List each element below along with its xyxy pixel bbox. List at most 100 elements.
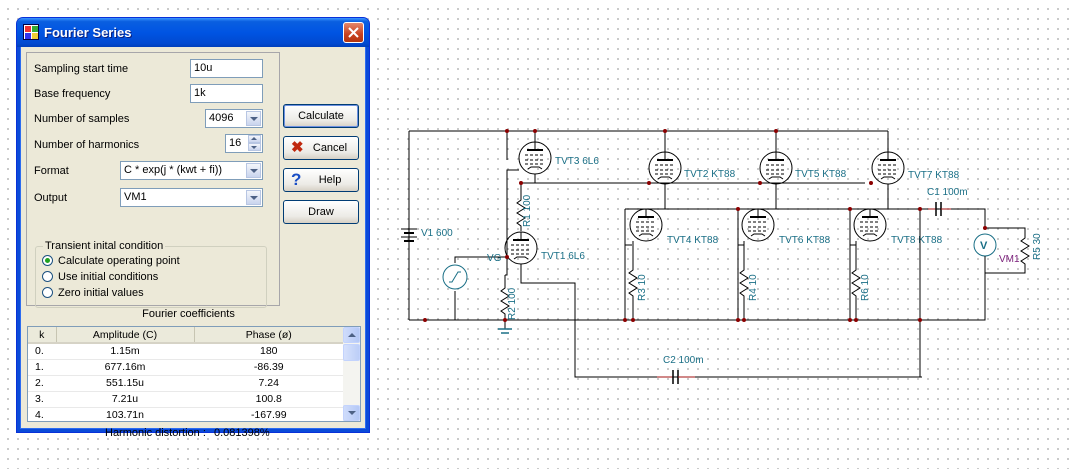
tube-tvt6[interactable] (741, 208, 775, 242)
table-header-row: k Amplitude (C) Phase (ø) (28, 327, 344, 344)
fourier-coefficients-list[interactable]: k Amplitude (C) Phase (ø) 0. 1.15m 180 1… (27, 326, 361, 422)
tube-tvt4[interactable] (629, 208, 663, 242)
ground-icon (498, 328, 512, 334)
table-row[interactable]: 1. 677.16m -86.39 (28, 359, 344, 376)
red-x-icon: ✖ (291, 139, 304, 156)
dialog-titlebar[interactable]: Fourier Series (17, 18, 369, 47)
tube-tvt5[interactable] (759, 151, 793, 185)
r1-label: R1 100 (522, 194, 533, 227)
voltmeter-symbol: V (980, 240, 988, 252)
cancel-button[interactable]: ✖ Cancel (283, 136, 359, 160)
transient-condition-group: Transient inital condition Calculate ope… (35, 240, 267, 308)
radio-unchecked-icon[interactable] (42, 271, 53, 282)
r6-label: R6 10 (860, 274, 871, 301)
number-of-harmonics-value: 16 (229, 137, 242, 149)
output-label: Output (34, 192, 68, 204)
format-select[interactable]: C * exp(j * (kwt + fi)) (120, 161, 263, 180)
harmonic-distortion-value: 0.081398% (214, 427, 270, 439)
harmonic-distortion-label: Harmonic distortion : (105, 427, 206, 439)
number-of-samples-select[interactable]: 4096 (205, 109, 263, 128)
fourier-coefficients-header: Fourier coefficients (142, 308, 235, 320)
resistor-r5[interactable] (1020, 232, 1030, 270)
tvt3-label: TVT3 6L6 (555, 156, 599, 167)
transient-condition-title: Transient inital condition (43, 240, 166, 252)
resistor-r3[interactable] (628, 264, 638, 302)
question-mark-icon: ? (291, 170, 302, 189)
output-value: VM1 (124, 191, 147, 203)
scroll-up-icon[interactable] (343, 327, 360, 343)
app-icon (23, 24, 39, 40)
radio-checked-icon[interactable] (42, 255, 53, 266)
fourier-series-dialog: Fourier Series Sampling start time 10u B… (16, 17, 370, 439)
resistor-r6[interactable] (851, 264, 861, 302)
base-frequency-label: Base frequency (34, 88, 111, 100)
output-select[interactable]: VM1 (120, 188, 263, 207)
sampling-start-time-label: Sampling start time (34, 63, 129, 75)
table-row[interactable]: 3. 7.21u 100.8 (28, 391, 344, 408)
tvt2-label: TVT2 KT88 (684, 169, 736, 180)
number-of-harmonics-label: Number of harmonics (34, 139, 140, 151)
chevron-up-icon[interactable] (248, 135, 261, 143)
resistor-r4[interactable] (739, 264, 749, 302)
tvt5-label: TVT5 KT88 (795, 169, 847, 180)
radio-unchecked-icon[interactable] (42, 287, 53, 298)
base-frequency-input[interactable]: 1k (190, 84, 263, 103)
help-button[interactable]: ? Help (283, 168, 359, 192)
settings-panel: Sampling start time 10u Base frequency 1… (26, 52, 280, 308)
tvt6-label: TVT6 KT88 (779, 235, 831, 246)
tube-tvt7[interactable] (871, 151, 905, 185)
vm1-label: VM1 (999, 254, 1020, 265)
coefficients-table: k Amplitude (C) Phase (ø) 0. 1.15m 180 1… (28, 327, 344, 421)
tvt4-label: TVT4 KT88 (667, 235, 719, 246)
tvt8-label: TVT8 KT88 (891, 235, 943, 246)
format-label: Format (34, 165, 69, 177)
dialog-client: Sampling start time 10u Base frequency 1… (21, 47, 365, 439)
junction-dots (423, 129, 987, 322)
r3-label: R3 10 (637, 274, 648, 301)
table-row[interactable]: 0. 1.15m 180 (28, 343, 344, 360)
scroll-down-icon[interactable] (343, 405, 360, 421)
tvt1-label: TVT1 6L6 (541, 251, 585, 262)
r4-label: R4 10 (748, 274, 759, 301)
table-row[interactable]: 2. 551.15u 7.24 (28, 375, 344, 392)
sampling-start-time-input[interactable]: 10u (190, 59, 263, 78)
c1-label: C1 100m (927, 187, 968, 198)
battery-icon[interactable] (401, 228, 417, 242)
draw-button[interactable]: Draw (283, 200, 359, 224)
voltmeter-vm1[interactable]: V (973, 233, 997, 257)
capacitor-c1[interactable] (928, 202, 951, 216)
chevron-down-icon[interactable] (246, 111, 261, 126)
close-icon (348, 27, 359, 38)
format-value: C * exp(j * (kwt + fi)) (124, 164, 223, 176)
r5-label: R5 30 (1032, 233, 1043, 260)
number-of-samples-value: 4096 (209, 112, 234, 124)
tube-tvt2[interactable] (648, 151, 682, 185)
calculate-button[interactable]: Calculate (283, 104, 359, 128)
tvt7-label: TVT7 KT88 (908, 170, 960, 181)
column-header-k[interactable]: k (28, 327, 57, 344)
number-of-samples-label: Number of samples (34, 113, 130, 125)
tube-tvt3[interactable] (518, 141, 552, 175)
close-button[interactable] (343, 22, 364, 43)
number-of-harmonics-stepper[interactable]: 16 (225, 134, 263, 153)
chevron-down-icon[interactable] (246, 190, 261, 205)
circuit-schematic[interactable]: V1 600 TVT3 6L6 R1 100 TVT1 6L6 R2 100 V… (395, 115, 1055, 385)
chevron-down-icon[interactable] (248, 143, 261, 151)
v1-label: V1 600 (421, 228, 453, 239)
dialog-title: Fourier Series (44, 25, 132, 40)
radio-use-initial-conditions[interactable]: Use initial conditions (42, 271, 158, 283)
vertical-scrollbar[interactable] (343, 327, 360, 421)
radio-calculate-operating-point[interactable]: Calculate operating point (42, 255, 180, 267)
tube-tvt8[interactable] (853, 208, 887, 242)
chevron-down-icon[interactable] (246, 163, 261, 178)
table-row[interactable]: 4. 103.71n -167.99 (28, 407, 344, 421)
tube-tvt1[interactable] (504, 231, 538, 265)
scroll-thumb[interactable] (343, 344, 360, 361)
column-header-phase[interactable]: Phase (ø) (194, 327, 344, 344)
c2-label: C2 100m (663, 355, 704, 366)
signal-generator-icon[interactable] (442, 264, 468, 290)
capacitor-c2[interactable] (657, 370, 695, 384)
column-header-amplitude[interactable]: Amplitude (C) (56, 327, 195, 344)
r2-label: R2 100 (507, 287, 518, 320)
radio-zero-initial-values[interactable]: Zero initial values (42, 287, 144, 299)
